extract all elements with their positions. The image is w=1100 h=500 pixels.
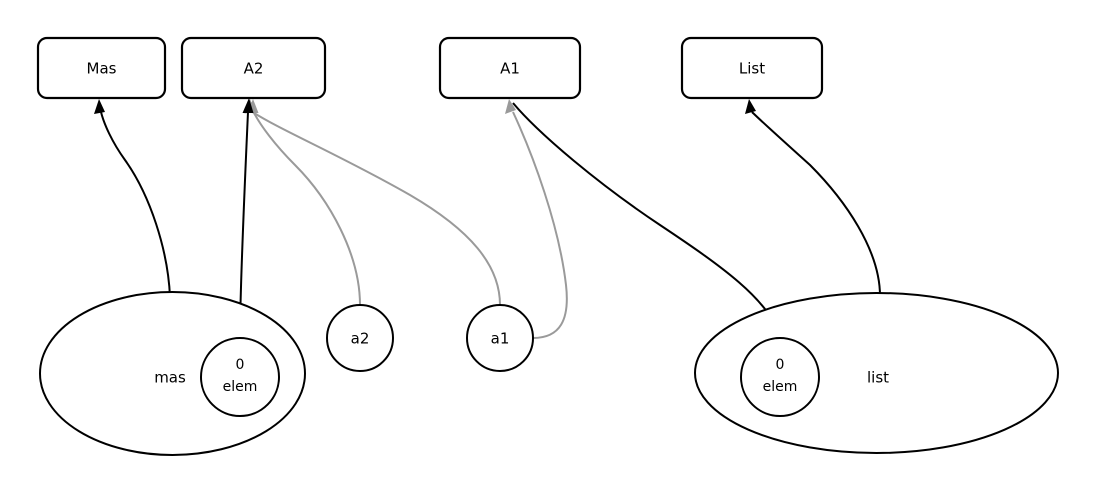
- class-label-A2: A2: [244, 60, 264, 78]
- collection-node-list-elems[interactable]: 0 elem: [740, 337, 820, 417]
- instance-label-a2: a2: [351, 330, 370, 348]
- collection-node-mas-elems[interactable]: 0 elem: [200, 337, 280, 417]
- edge-a1-to-A1: [505, 99, 568, 339]
- class-node-A2[interactable]: A2: [180, 36, 327, 100]
- edge-mas-to-Mas: [94, 99, 171, 298]
- instance-node-a2[interactable]: a2: [326, 304, 394, 372]
- class-node-Mas[interactable]: Mas: [36, 36, 167, 100]
- instance-label-mas: mas: [154, 369, 186, 387]
- collection-unit-list: elem: [763, 379, 798, 395]
- instance-label-a1: a1: [491, 330, 510, 348]
- class-label-Mas: Mas: [87, 60, 117, 78]
- edge-a1-to-A2: [244, 99, 501, 306]
- instance-label-list: list: [867, 369, 889, 387]
- class-node-A1[interactable]: A1: [438, 36, 582, 100]
- edge-a2-to-A2: [247, 99, 361, 306]
- class-label-A1: A1: [500, 60, 520, 78]
- instance-node-a1[interactable]: a1: [466, 304, 534, 372]
- edge-A1-to-listElems: [512, 102, 781, 338]
- collection-unit-mas: elem: [223, 379, 258, 395]
- edge-masElems-to-A2: [239, 98, 254, 339]
- collection-count-mas: 0: [236, 357, 245, 373]
- class-node-List[interactable]: List: [680, 36, 824, 100]
- class-label-List: List: [739, 60, 765, 78]
- collection-count-list: 0: [776, 357, 785, 373]
- edge-list-to-List: [745, 99, 881, 297]
